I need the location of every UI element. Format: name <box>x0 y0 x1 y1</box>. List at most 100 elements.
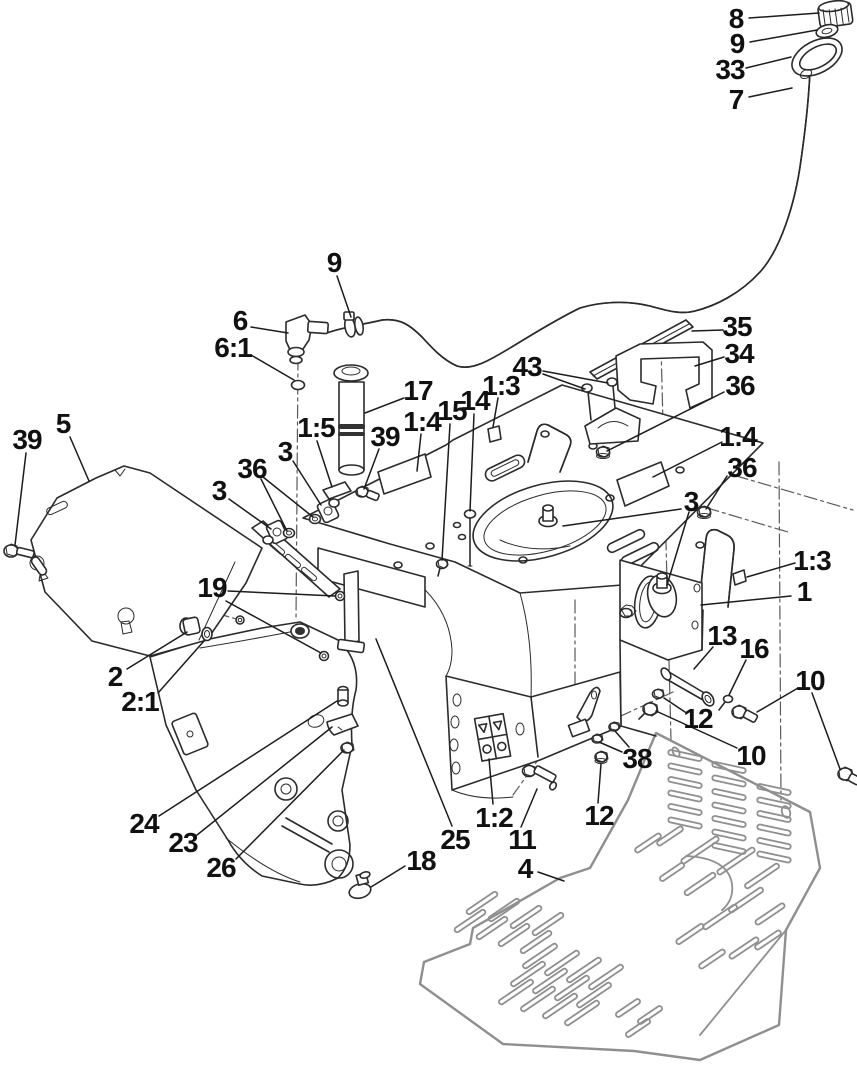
callout-18: 18 <box>406 845 436 876</box>
callout-1-4: 1:4 <box>719 421 757 452</box>
callout-39: 39 <box>370 421 400 452</box>
right-handle-loop-inner <box>700 528 735 608</box>
decal-1-4-right <box>616 461 670 507</box>
bolt-11 <box>521 764 558 791</box>
plug-18 <box>348 871 372 900</box>
screws-43 <box>581 377 618 421</box>
bracket-34-foot <box>584 407 641 445</box>
clip-23 <box>326 713 359 736</box>
callout-24: 24 <box>129 808 159 839</box>
callout-33: 33 <box>715 54 745 85</box>
callout-3: 3 <box>277 436 294 467</box>
callout-23: 23 <box>168 827 198 858</box>
callout-5: 5 <box>55 408 72 439</box>
cover-keyhole-b <box>117 607 135 635</box>
callout-1-3: 1:3 <box>482 370 520 401</box>
nut-12-upper <box>651 688 665 700</box>
callout-38: 38 <box>622 743 652 774</box>
callout-39: 39 <box>12 424 42 455</box>
tank-waist-curve <box>419 584 453 677</box>
callout-2-1: 2:1 <box>121 686 159 717</box>
elbow-oring <box>290 379 306 391</box>
screw-16 <box>718 694 734 711</box>
warning-decal-1-2 <box>473 712 512 762</box>
studs-19 <box>235 590 346 662</box>
callout-1-4: 1:4 <box>403 406 441 437</box>
sub-frame <box>251 520 426 654</box>
callout-13: 13 <box>707 620 737 651</box>
callout-17: 17 <box>403 375 433 406</box>
bolt-10-upper <box>731 704 759 723</box>
callout-26: 26 <box>206 852 236 883</box>
callout-9: 9 <box>729 28 746 59</box>
callout-36: 36 <box>727 452 757 483</box>
callout-43: 43 <box>512 351 542 382</box>
callout-4: 4 <box>517 853 534 884</box>
bolt-10-lower-right <box>837 766 857 786</box>
callout-1-5: 1:5 <box>297 412 335 443</box>
callout-3: 3 <box>683 486 700 517</box>
top-handle-loop-inner <box>527 423 572 473</box>
callout-1-2: 1:2 <box>475 802 513 833</box>
latch-lever <box>567 686 601 738</box>
fuel-cap <box>817 0 854 29</box>
bolt-39-left <box>3 543 48 576</box>
callout-25: 25 <box>440 824 470 855</box>
callout-8: 8 <box>728 3 745 34</box>
plug-2-and-oring <box>179 616 213 642</box>
callout-1: 1 <box>796 576 813 607</box>
tab-1-3-top <box>487 425 502 443</box>
tank-waist-curve-2 <box>519 592 532 697</box>
cap-retainer-loop <box>791 37 843 80</box>
fitting-3-right-face <box>646 572 678 618</box>
callout-10: 10 <box>736 740 766 771</box>
callout-15: 15 <box>437 395 467 426</box>
fitting-3-in-opening <box>538 504 558 528</box>
callout-9: 9 <box>326 247 343 278</box>
cap-gasket <box>815 23 839 39</box>
nut-12-lower <box>594 750 609 764</box>
callout-36: 36 <box>237 453 267 484</box>
hose-clamp <box>343 311 365 338</box>
callout-36: 36 <box>725 370 755 401</box>
clamp-3-left <box>262 519 289 545</box>
callout-3: 3 <box>211 475 228 506</box>
fuel-hose-assembly <box>285 0 854 391</box>
tank-frame-weldment <box>149 384 764 886</box>
skid-plate <box>418 731 822 1062</box>
callout-12: 12 <box>584 800 614 831</box>
bracket-34 <box>584 341 713 445</box>
stud-24 <box>337 685 349 707</box>
bolt-10-left <box>638 701 659 720</box>
callout-14: 14 <box>460 385 490 416</box>
nut-36-right-a <box>595 445 611 459</box>
skid-plate-vent-slots <box>453 749 792 1038</box>
callout-6-1: 6:1 <box>214 332 252 363</box>
decal-1-5 <box>322 481 352 500</box>
bolt-39-mid <box>355 485 380 502</box>
nuts-38 <box>591 721 621 744</box>
spacer-13 <box>660 667 715 707</box>
elbow-fitting <box>285 314 329 365</box>
callout-6: 6 <box>232 305 249 336</box>
callout-12: 12 <box>683 703 713 734</box>
tank-grommet <box>290 623 310 639</box>
callout-11: 11 <box>508 824 537 855</box>
callout-7: 7 <box>728 84 745 115</box>
callout-16: 16 <box>739 633 769 664</box>
nut-36-right-b <box>696 505 712 519</box>
arm-pad-plate <box>171 712 209 756</box>
frame-left-arm <box>149 621 358 886</box>
tank-deck-slots <box>484 454 660 567</box>
callout-1-3: 1:3 <box>793 545 831 576</box>
callout-2: 2 <box>107 661 124 692</box>
callout-10: 10 <box>795 665 825 696</box>
fuel-sender-tube <box>333 364 369 476</box>
callout-35: 35 <box>722 311 752 342</box>
callout-34: 34 <box>724 338 754 369</box>
tab-1-3-right <box>732 569 747 586</box>
callout-19: 19 <box>197 572 227 603</box>
